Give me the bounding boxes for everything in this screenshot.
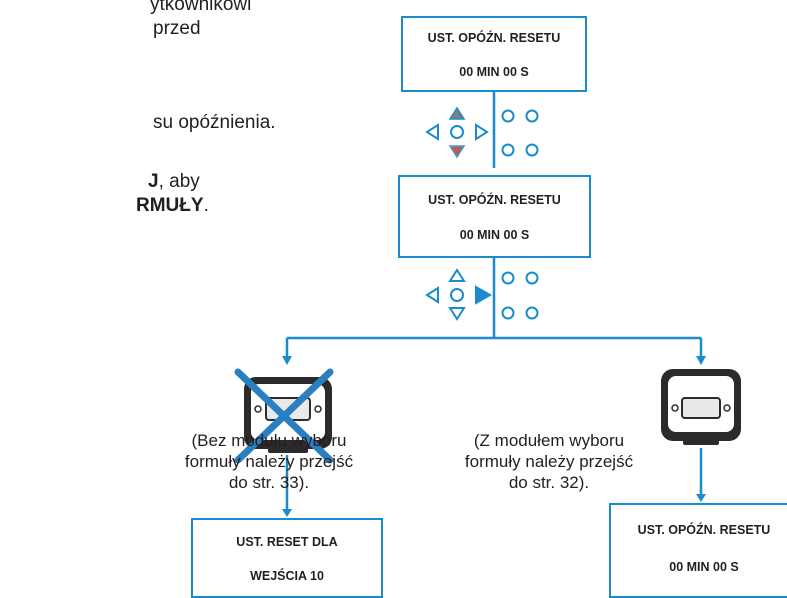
module-icon <box>661 369 741 445</box>
arrow-down-icon <box>282 509 292 517</box>
intro-line-3: su opóźnienia. <box>0 112 276 134</box>
intro-line-1: ytkownikowi <box>0 0 251 16</box>
caption-right: (Z modułem wyboru formuły należy przejść… <box>430 430 668 493</box>
display-box-top: UST. OPÓŹN. RESETU 00 MIN 00 S <box>401 16 587 92</box>
display-title: UST. OPÓŹN. RESETU <box>427 31 561 45</box>
arrow-down-icon <box>696 494 706 502</box>
caption-line: (Z modułem wyboru <box>473 431 625 450</box>
arrow-down-icon <box>282 356 292 365</box>
display-value: 00 MIN 00 S <box>459 228 530 242</box>
intro-line-5: RMUŁY. <box>0 195 209 217</box>
keypad-right-pressed-icon <box>425 268 539 321</box>
intro-text: su opóźnienia. <box>153 112 276 133</box>
arrow-down-icon <box>696 356 706 365</box>
intro-bold: J <box>148 171 159 192</box>
keypad-up-down-pressed-icon <box>425 106 539 159</box>
caption-line: do str. 32). <box>508 473 590 492</box>
intro-text: . <box>203 195 209 216</box>
intro-line-4: J, aby <box>0 171 200 193</box>
display-title: UST. OPÓŹN. RESETU <box>637 523 771 537</box>
display-box-right: UST. OPÓŹN. RESETU 00 MIN 00 S <box>609 503 787 598</box>
display-value: 00 MIN 00 S <box>669 560 739 574</box>
intro-bold: RMUŁY <box>136 195 204 216</box>
display-title: UST. RESET DLA <box>236 535 338 549</box>
display-value: 00 MIN 00 S <box>459 65 529 79</box>
display-box-left: UST. RESET DLA WEJŚCIA 10 <box>191 518 383 598</box>
display-value: WEJŚCIA 10 <box>250 569 324 583</box>
display-box-mid: UST. OPÓŹN. RESETU 00 MIN 00 S <box>398 175 591 258</box>
caption-line: formuły należy przejść <box>464 452 634 471</box>
caption-left: (Bez modułu wyboru formuły należy przejś… <box>150 430 388 493</box>
caption-line: do str. 33). <box>228 473 310 492</box>
intro-text: przed <box>153 18 201 39</box>
module-crossed-icon <box>234 368 334 464</box>
display-title: UST. OPÓŹN. RESETU <box>428 193 561 207</box>
caption-line: (Bez modułu wyboru <box>191 431 347 450</box>
intro-text: ytkownikowi <box>150 0 252 15</box>
intro-line-2: przed <box>0 18 201 40</box>
caption-line: formuły należy przejść <box>184 452 354 471</box>
intro-text: , aby <box>158 171 200 192</box>
